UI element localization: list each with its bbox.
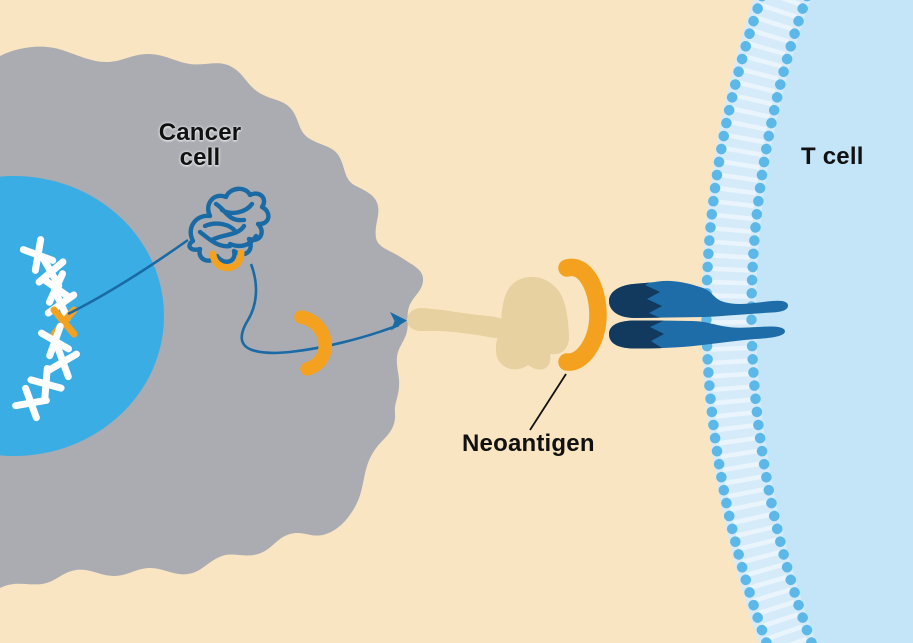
neoantigen-label: Neoantigen bbox=[462, 430, 595, 457]
neoantigen-label-line bbox=[529, 373, 567, 431]
cancer-cell-cytoplasm bbox=[0, 46, 424, 588]
protein-to-surface-arrow-shaft bbox=[240, 263, 400, 355]
chromosome-x-icon bbox=[27, 364, 65, 404]
tcr-binding-tip bbox=[609, 280, 665, 349]
neoantigen-peptide-icon bbox=[294, 310, 332, 376]
mutated-dna-icon bbox=[12, 236, 81, 422]
cancer-cell-label: Cancer cell bbox=[158, 119, 242, 172]
chromosome-x-icon bbox=[19, 236, 57, 274]
t-cell-body bbox=[701, 0, 913, 643]
arrowhead-icon bbox=[390, 312, 407, 331]
mhc-lower-lobe bbox=[496, 329, 537, 370]
chromosome-x-icon bbox=[12, 384, 50, 422]
membrane-outer-lipid-dots bbox=[701, 0, 773, 643]
neoantigen-peptide-icon bbox=[209, 249, 245, 272]
t-cell-label: T cell bbox=[801, 143, 864, 170]
chromosome-x-icon bbox=[45, 343, 81, 381]
t-cell-membrane-rungs bbox=[709, 0, 808, 643]
protein-tangle bbox=[187, 186, 271, 264]
cancer-cell-body bbox=[0, 46, 424, 588]
mhc-stalk bbox=[407, 308, 512, 339]
misfolded-protein-icon bbox=[187, 186, 271, 272]
t-cell-cytoplasm bbox=[728, 0, 913, 643]
mhc-molecule-icon bbox=[407, 276, 570, 370]
chromosome-x-icon bbox=[37, 322, 73, 360]
dna-to-protein-connector-line bbox=[67, 238, 189, 316]
membrane-inner-lipid-dots bbox=[746, 0, 818, 643]
neoantigen-presented-icon bbox=[558, 258, 607, 371]
